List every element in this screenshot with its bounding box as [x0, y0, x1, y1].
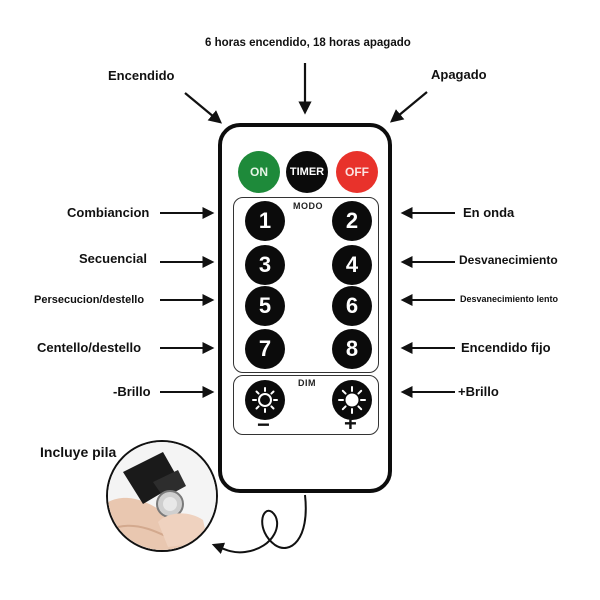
- label-desvanecimiento: Desvanecimiento: [459, 253, 558, 267]
- off-button[interactable]: OFF: [336, 151, 378, 193]
- top-label: 6 horas encendido, 18 horas apagado: [205, 37, 411, 49]
- label-menos-brillo: -Brillo: [113, 384, 151, 399]
- battery-illustration: [108, 442, 216, 550]
- dim-up-button[interactable]: [332, 380, 372, 420]
- mode-button-5[interactable]: 5: [245, 286, 285, 326]
- modo-panel: MODO 1 2 3 4 5 6 7 8: [233, 197, 379, 373]
- mode-button-8[interactable]: 8: [332, 329, 372, 369]
- mode-button-1[interactable]: 1: [245, 201, 285, 241]
- sun-bright-icon: [338, 386, 366, 414]
- on-button[interactable]: ON: [238, 151, 280, 193]
- dim-down-button[interactable]: [245, 380, 285, 420]
- label-mas-brillo: +Brillo: [458, 384, 499, 399]
- remote-control: ON TIMER OFF MODO 1 2 3 4 5 6 7 8 DIM: [218, 123, 392, 493]
- minus-sign: −: [257, 412, 270, 437]
- mode-button-7[interactable]: 7: [245, 329, 285, 369]
- arrow-on: [184, 92, 223, 124]
- mode-button-4[interactable]: 4: [332, 245, 372, 285]
- sun-dim-icon: [252, 387, 278, 413]
- label-desvanecimiento-lento: Desvanecimiento lento: [460, 294, 559, 304]
- label-combiancion: Combiancion: [67, 205, 150, 220]
- label-en-onda: En onda: [463, 205, 515, 220]
- label-secuencial: Secuencial: [79, 251, 147, 266]
- label-apagado: Apagado: [431, 67, 487, 82]
- plus-sign: +: [344, 411, 357, 436]
- label-persecucion: Persecucion/destello: [34, 294, 145, 306]
- label-incluye-pila: Incluye pila: [40, 444, 117, 460]
- mode-button-6[interactable]: 6: [332, 286, 372, 326]
- modo-title: MODO: [293, 201, 323, 211]
- battery-photo: [106, 440, 218, 552]
- label-encendido-fijo: Encendido fijo: [461, 340, 551, 355]
- timer-button[interactable]: TIMER: [286, 151, 328, 193]
- arrow-off: [389, 91, 428, 123]
- label-encendido: Encendido: [108, 68, 175, 83]
- label-centello: Centello/destello: [37, 340, 142, 355]
- dim-title: DIM: [298, 378, 316, 388]
- dim-panel: DIM: [233, 375, 379, 437]
- mode-button-2[interactable]: 2: [332, 201, 372, 241]
- mode-button-3[interactable]: 3: [245, 245, 285, 285]
- arrow-battery: [211, 494, 307, 554]
